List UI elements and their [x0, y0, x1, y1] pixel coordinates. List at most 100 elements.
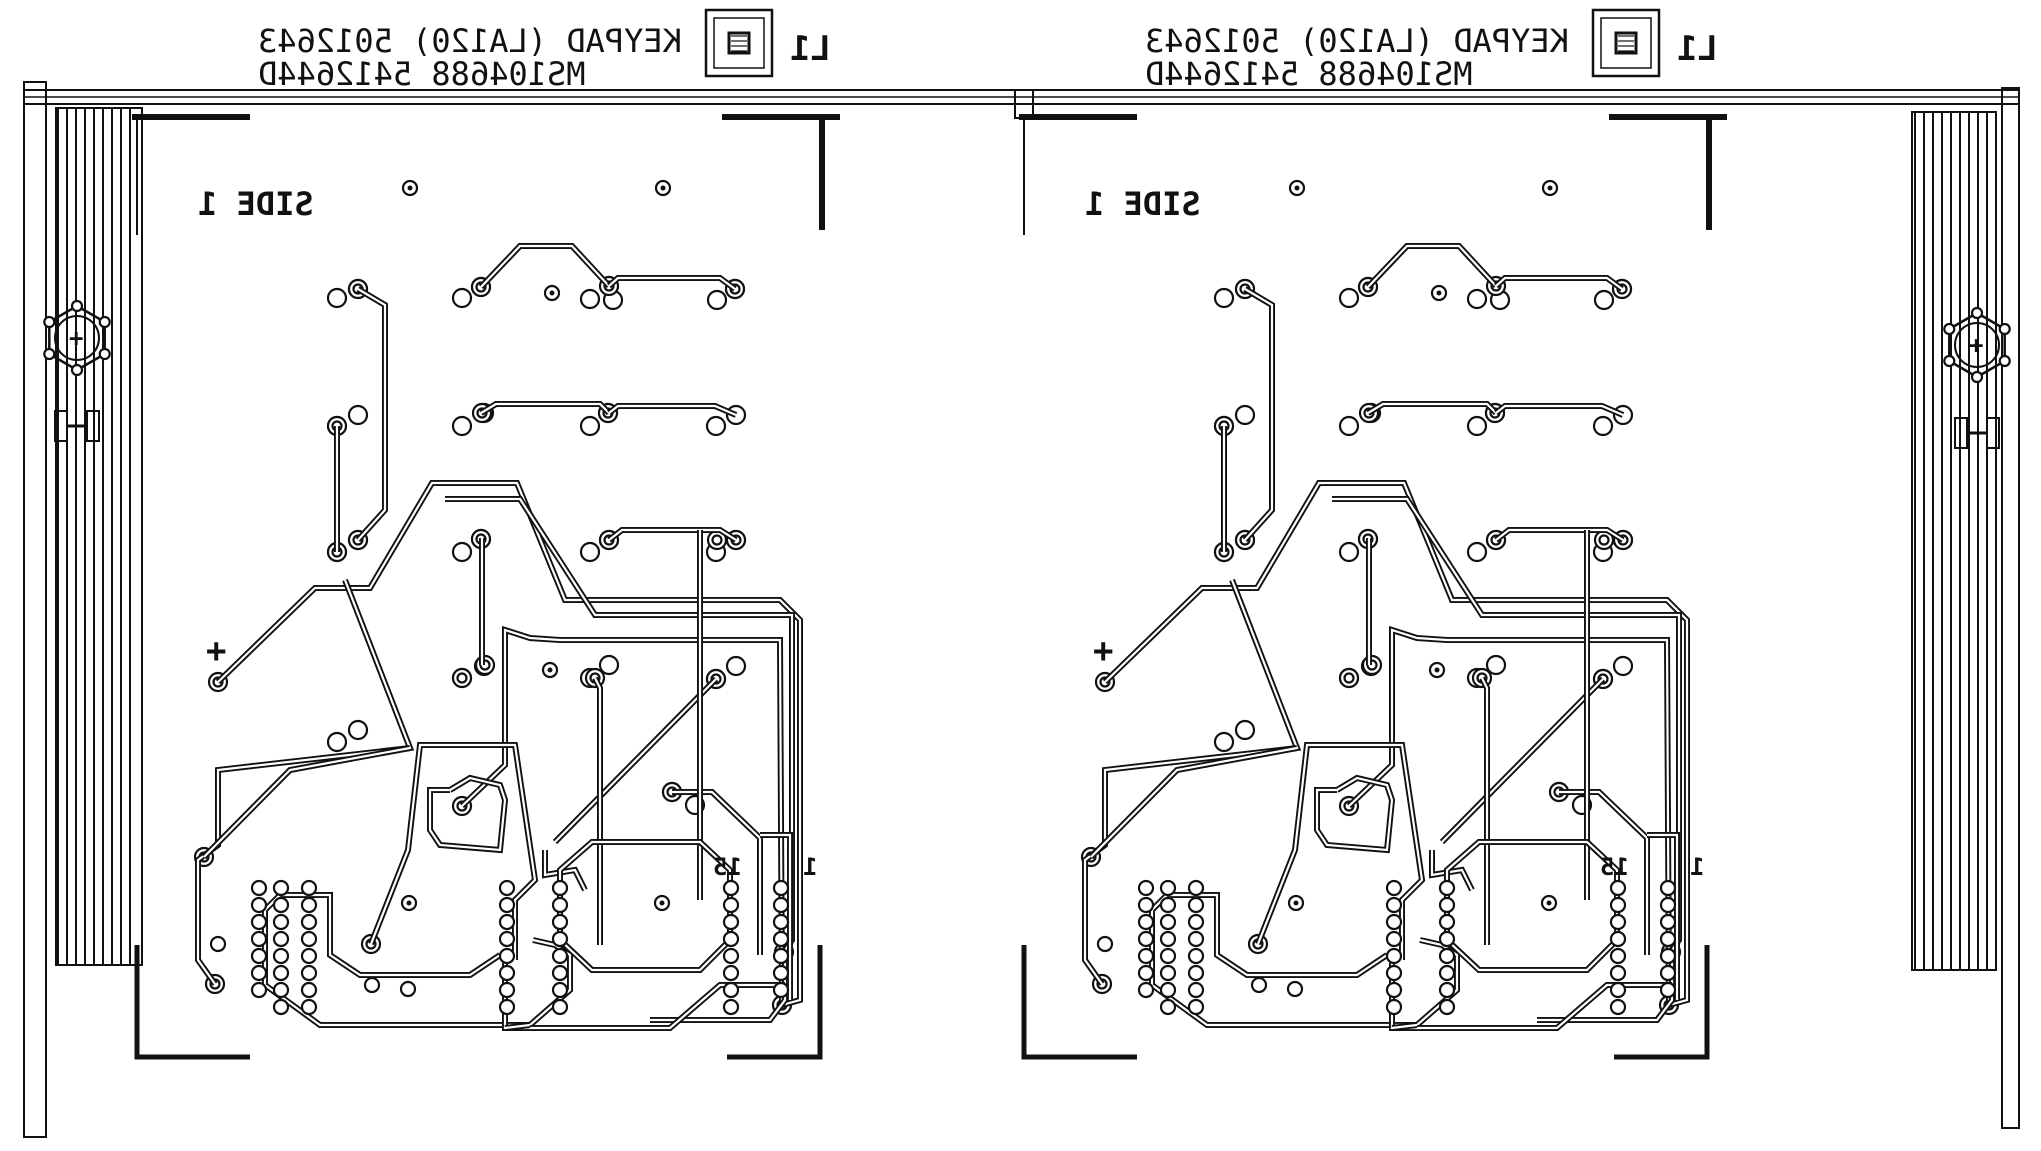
connector-pin [1187, 947, 1205, 965]
connector-pin [1137, 930, 1155, 948]
connector-pin [363, 976, 381, 994]
connector-pin [722, 930, 740, 948]
connector-pin [1609, 964, 1627, 982]
connector-pin [1159, 879, 1177, 897]
connector-pin [1438, 879, 1456, 897]
l1-component-box [1591, 8, 1661, 78]
connector-pin [551, 913, 569, 931]
connector-pin [1385, 913, 1403, 931]
connector-pin [1187, 896, 1205, 914]
polarity-mark: + [1093, 631, 1113, 671]
connector-pins [1096, 879, 1677, 1016]
connector-pin [272, 947, 290, 965]
copper-trace [607, 275, 737, 292]
connector-pin [772, 964, 790, 982]
copper-trace-core [203, 746, 411, 858]
copper-trace-core [1391, 1023, 1418, 1030]
connector-pin [272, 879, 290, 897]
copper-trace [1088, 745, 1298, 860]
connector-pin [1609, 930, 1627, 948]
via-hole [1430, 284, 1448, 302]
switch-pad [1234, 404, 1256, 426]
title-line-1: KEYPAD (LA120) 5012643 [1145, 22, 1569, 60]
connector-pin [722, 998, 740, 1016]
copper-trace-core [1441, 678, 1604, 843]
fiducial-mark: + [43, 299, 111, 442]
connector-pin [1438, 930, 1456, 948]
copper-trace-core [1495, 276, 1623, 290]
connector-pin [1096, 935, 1114, 953]
copper-trace [1366, 401, 1499, 416]
connector-pin [498, 981, 516, 999]
connector-pin [1609, 913, 1627, 931]
copper-trace-core [263, 893, 501, 985]
connector-pin [1137, 964, 1155, 982]
title-line-2: MS104688 5412644D [258, 55, 586, 93]
copper-trace-core [608, 404, 737, 417]
connector-pin [300, 879, 318, 897]
connector-pin [250, 879, 268, 897]
copper-trace-core [1104, 481, 1689, 1007]
connector-pin [1286, 980, 1304, 998]
octagon-outline [1444, 839, 1620, 973]
connector-pin [1187, 930, 1205, 948]
connector-pin [551, 896, 569, 914]
connector-pin [1159, 913, 1177, 931]
connector-pin [1438, 947, 1456, 965]
connector-pin [250, 947, 268, 965]
right-comb-strip [1911, 111, 1997, 971]
switch-pad [1213, 731, 1235, 753]
copper-trace-core [1332, 497, 1681, 953]
connector-pin [209, 935, 227, 953]
via-hole [400, 894, 418, 912]
title-line-1: KEYPAD (LA120) 5012643 [258, 22, 682, 60]
switch-pad [1466, 541, 1488, 563]
copper-trace-core [1647, 833, 1679, 1000]
connector-pin [1187, 879, 1205, 897]
connector-pin [551, 947, 569, 965]
switch-pad [1466, 415, 1488, 437]
connector-pin [551, 964, 569, 982]
switch-pad [1338, 287, 1360, 309]
copper-trace-core [357, 288, 387, 541]
connector-pin [1159, 947, 1177, 965]
connector-pin [498, 998, 516, 1016]
connector-pin [1137, 896, 1155, 914]
pin-label-first: 1 [1690, 853, 1704, 881]
copper-trace-core [1559, 790, 1649, 955]
connector-pin [1187, 913, 1205, 931]
connector-pin [722, 981, 740, 999]
connector-pin [551, 879, 569, 897]
connector-pin [272, 981, 290, 999]
connector-pin [551, 998, 569, 1016]
copper-trace-core [428, 776, 507, 852]
connector-pin [300, 896, 318, 914]
switch-pad [347, 404, 369, 426]
connector-pin [1137, 913, 1155, 931]
copper-trace [445, 496, 795, 954]
corner-brackets [1019, 114, 1727, 1060]
via-hole [653, 894, 671, 912]
connector-pin [272, 930, 290, 948]
connector-pin [498, 896, 516, 914]
connector-pin [1137, 981, 1155, 999]
connector-pin [272, 896, 290, 914]
copper-trace-core [480, 402, 610, 414]
component-label-l1: L1 [790, 29, 831, 69]
connector-pin [1438, 896, 1456, 914]
via-hole [1540, 894, 1558, 912]
switch-pad [598, 654, 620, 676]
connector-pin [498, 879, 516, 897]
connector-pin [722, 947, 740, 965]
pin-label-last: 15 [1600, 853, 1629, 881]
connector-pin [1137, 947, 1155, 965]
copper-trace-core [672, 790, 762, 955]
connector-pin [1438, 998, 1456, 1016]
connector-pin [1659, 947, 1677, 965]
connector-pin [772, 981, 790, 999]
connector-pin [1187, 998, 1205, 1016]
connector-pin [272, 913, 290, 931]
connector-pin [300, 913, 318, 931]
right-rail [2001, 87, 2020, 1129]
